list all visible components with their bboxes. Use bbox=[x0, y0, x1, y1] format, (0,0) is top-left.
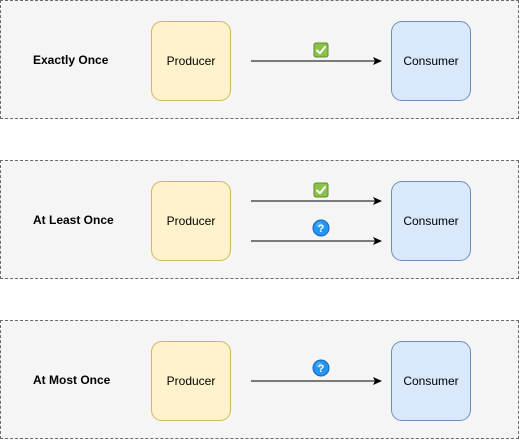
consumer-node[interactable]: Consumer bbox=[391, 341, 471, 421]
producer-node[interactable]: Producer bbox=[151, 21, 231, 101]
message-arrow bbox=[251, 237, 382, 245]
producer-node[interactable]: Producer bbox=[151, 181, 231, 261]
panel-title: At Most Once bbox=[33, 372, 111, 387]
check-icon bbox=[313, 42, 329, 58]
consumer-node[interactable]: Consumer bbox=[391, 21, 471, 101]
at-most-once-panel: At Most Once Producer Consumer ? bbox=[0, 320, 519, 439]
consumer-node[interactable]: Consumer bbox=[391, 181, 471, 261]
panel-title: Exactly Once bbox=[33, 52, 109, 67]
message-arrow bbox=[251, 377, 382, 385]
check-icon bbox=[313, 182, 329, 198]
message-arrow bbox=[251, 197, 382, 205]
message-arrow bbox=[251, 57, 382, 65]
at-least-once-panel: At Least Once Producer Consumer ? bbox=[0, 160, 519, 279]
svg-text:?: ? bbox=[318, 223, 325, 235]
panel-title: At Least Once bbox=[33, 212, 114, 227]
question-icon: ? bbox=[312, 359, 330, 377]
producer-node[interactable]: Producer bbox=[151, 341, 231, 421]
exactly-once-panel: Exactly Once Producer Consumer bbox=[0, 0, 519, 119]
svg-text:?: ? bbox=[318, 363, 325, 375]
question-icon: ? bbox=[312, 219, 330, 237]
